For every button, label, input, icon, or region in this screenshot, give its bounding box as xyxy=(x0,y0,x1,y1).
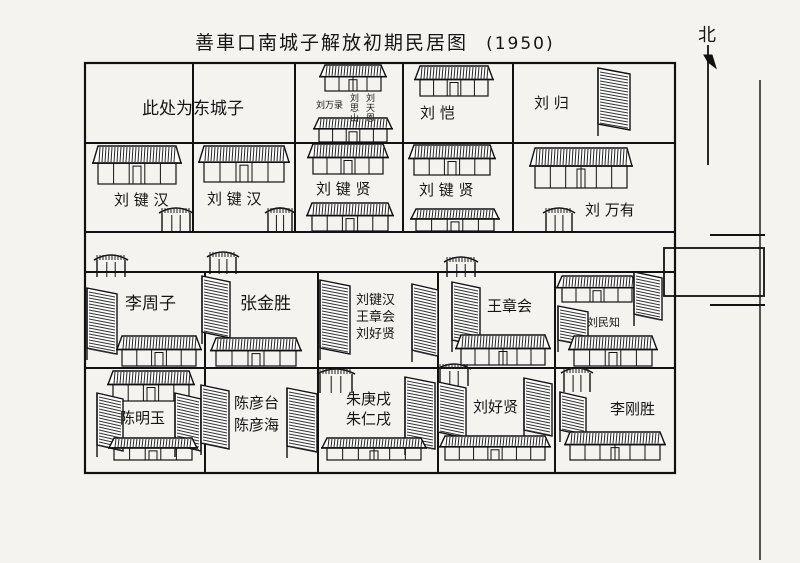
map-title-text: 善車口南城子解放初期民居图 xyxy=(195,32,469,54)
house-liu-kai xyxy=(413,65,495,97)
gate-lower-1 xyxy=(316,368,356,393)
north-label: 北 xyxy=(698,25,716,46)
label-chen-yantai: 陈彦台 陈彦海 xyxy=(234,394,280,434)
side-house-liu-haoxian xyxy=(523,377,553,442)
gate-middle-2 xyxy=(206,251,240,274)
side-house-liu-gui xyxy=(597,67,631,136)
gate-middle-1 xyxy=(93,254,129,277)
side-house-east xyxy=(633,271,663,326)
gate-upper-3 xyxy=(542,207,576,232)
gate-upper-1 xyxy=(158,207,194,232)
label-liu-gui: 刘 归 xyxy=(534,94,569,112)
side-house-zhang-jinsheng xyxy=(201,275,231,344)
gate-upper-2 xyxy=(264,207,296,232)
label-liu-jianhan-2: 刘 键 汉 xyxy=(207,190,262,208)
label-liu-wanyou: 刘 万有 xyxy=(585,201,635,219)
label-liu-kai: 刘 恺 xyxy=(420,104,455,122)
side-house-multi-1 xyxy=(319,279,351,360)
label-chen-mingyu: 陈明玉 xyxy=(120,409,166,427)
label-multi-1: 刘键汉 王章会 刘好贤 xyxy=(356,293,396,342)
label-liu-sige: 刘思山 xyxy=(350,94,360,124)
house-liu-jianhan-2 xyxy=(198,145,290,183)
house-liu-minzhi-south xyxy=(567,335,659,367)
house-liu-wanlu-north xyxy=(318,64,388,92)
house-chen-mingyu-north xyxy=(106,370,196,402)
side-house-zhu-2 xyxy=(437,381,467,444)
house-liu-jianhan-1 xyxy=(92,145,182,185)
side-house-multi-2 xyxy=(411,283,439,362)
house-liu-jianxian-2-north xyxy=(407,144,497,176)
side-house-chen-yantai-2 xyxy=(286,387,318,458)
label-liu-wanlu: 刘万录 xyxy=(316,101,344,111)
house-wang-zhanghui xyxy=(454,334,552,366)
side-house-chen-yantai xyxy=(200,384,230,455)
label-zhu-gengchen: 朱庚戌 朱仁戌 xyxy=(346,390,392,428)
house-liu-minzhi xyxy=(555,275,639,303)
house-liu-sige xyxy=(312,117,394,143)
label-fort: 此处为东城子 xyxy=(142,99,244,119)
label-liu-jianxian-1: 刘 键 贤 xyxy=(316,180,371,198)
label-liu-haoxian: 刘好贤 xyxy=(473,398,519,416)
map-year: (1950) xyxy=(486,34,555,54)
house-liu-haoxian xyxy=(438,435,552,461)
label-zhang-jinsheng: 张金胜 xyxy=(240,294,291,314)
house-zhang-jinsheng xyxy=(209,337,303,367)
side-house-liu-haoxian-2 xyxy=(559,391,587,442)
house-li-zhouzi xyxy=(115,335,203,367)
east-gatehouse xyxy=(663,247,765,297)
label-li-gangsheng: 李刚胜 xyxy=(610,400,656,418)
label-liu-tianen: 刘天恩 xyxy=(366,94,376,124)
label-li-zhouzi: 李周子 xyxy=(125,294,176,314)
label-liu-jianhan-1: 刘 键 汉 xyxy=(114,191,169,209)
house-liu-jianxian-south xyxy=(305,202,395,232)
map-title: 善車口南城子解放初期民居图 (1950) xyxy=(195,28,635,55)
side-house-chen-mingyu xyxy=(96,392,124,457)
label-liu-jianxian-2: 刘 键 贤 xyxy=(419,181,474,199)
gate-middle-3 xyxy=(443,256,479,277)
house-liu-wanyou xyxy=(529,147,633,189)
house-liu-jianxian-2-south xyxy=(409,208,501,232)
label-wang-zhanghui: 王章会 xyxy=(487,297,533,315)
label-liu-minzhi: 刘民知 xyxy=(587,316,620,329)
house-li-gangsheng xyxy=(563,431,667,461)
house-zhu-gengchen xyxy=(320,437,428,461)
north-arrow-head xyxy=(703,54,717,70)
house-chen-mingyu-south xyxy=(107,437,199,461)
side-house-li-zhouzi xyxy=(86,287,118,360)
house-liu-jianxian-north xyxy=(306,143,390,175)
gate-lower-3 xyxy=(560,367,594,392)
